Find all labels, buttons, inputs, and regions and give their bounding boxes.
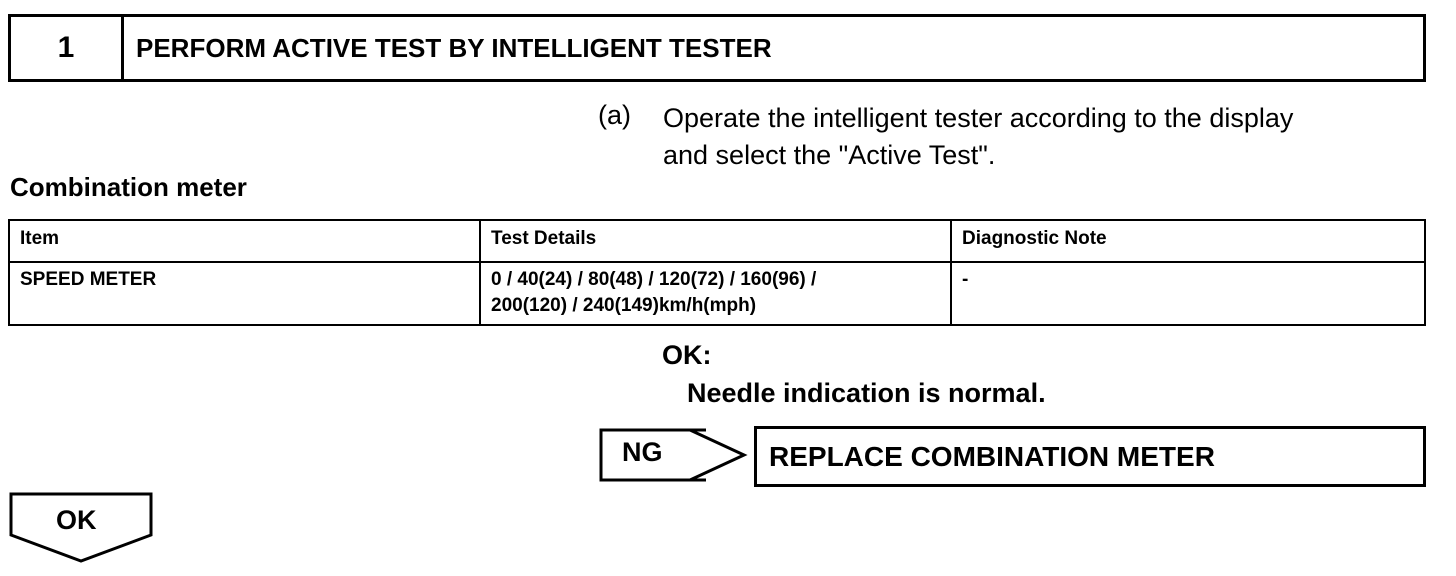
- ok-branch-label: OK: [56, 505, 97, 535]
- step-number: 1: [11, 17, 124, 79]
- section-title: Combination meter: [10, 172, 247, 202]
- column-header-diagnostic-note: Diagnostic Note: [950, 219, 1426, 263]
- column-header-item: Item: [8, 219, 481, 263]
- table-header-row: Item Test Details Diagnostic Note: [8, 219, 1426, 263]
- active-test-table: Item Test Details Diagnostic Note SPEED …: [8, 219, 1426, 326]
- step-header: 1 PERFORM ACTIVE TEST BY INTELLIGENT TES…: [8, 14, 1426, 82]
- test-details-line-2: 200(120) / 240(149)km/h(mph): [491, 295, 757, 316]
- step-title: PERFORM ACTIVE TEST BY INTELLIGENT TESTE…: [136, 32, 772, 63]
- ng-action-box: REPLACE COMBINATION METER: [754, 426, 1426, 487]
- instruction-marker: (a): [598, 100, 631, 130]
- ok-arrow-shape: [9, 492, 153, 563]
- ng-branch-label: NG: [622, 437, 663, 467]
- cell-item: SPEED METER: [8, 261, 481, 326]
- ng-arrow-shape: [599, 428, 748, 482]
- test-details-line-1: 0 / 40(24) / 80(48) / 120(72) / 160(96) …: [491, 269, 817, 290]
- table-row: SPEED METER 0 / 40(24) / 80(48) / 120(72…: [8, 261, 1426, 326]
- cell-diagnostic-note: -: [950, 261, 1426, 326]
- cell-test-details: 0 / 40(24) / 80(48) / 120(72) / 160(96) …: [479, 261, 952, 326]
- ok-condition-label: OK:: [662, 340, 712, 370]
- instruction-text: Operate the intelligent tester according…: [663, 100, 1403, 174]
- ok-condition-text: Needle indication is normal.: [687, 378, 1046, 408]
- instruction-line-1: Operate the intelligent tester according…: [663, 103, 1294, 133]
- column-header-test-details: Test Details: [479, 219, 952, 263]
- instruction-line-2: and select the "Active Test".: [663, 140, 996, 170]
